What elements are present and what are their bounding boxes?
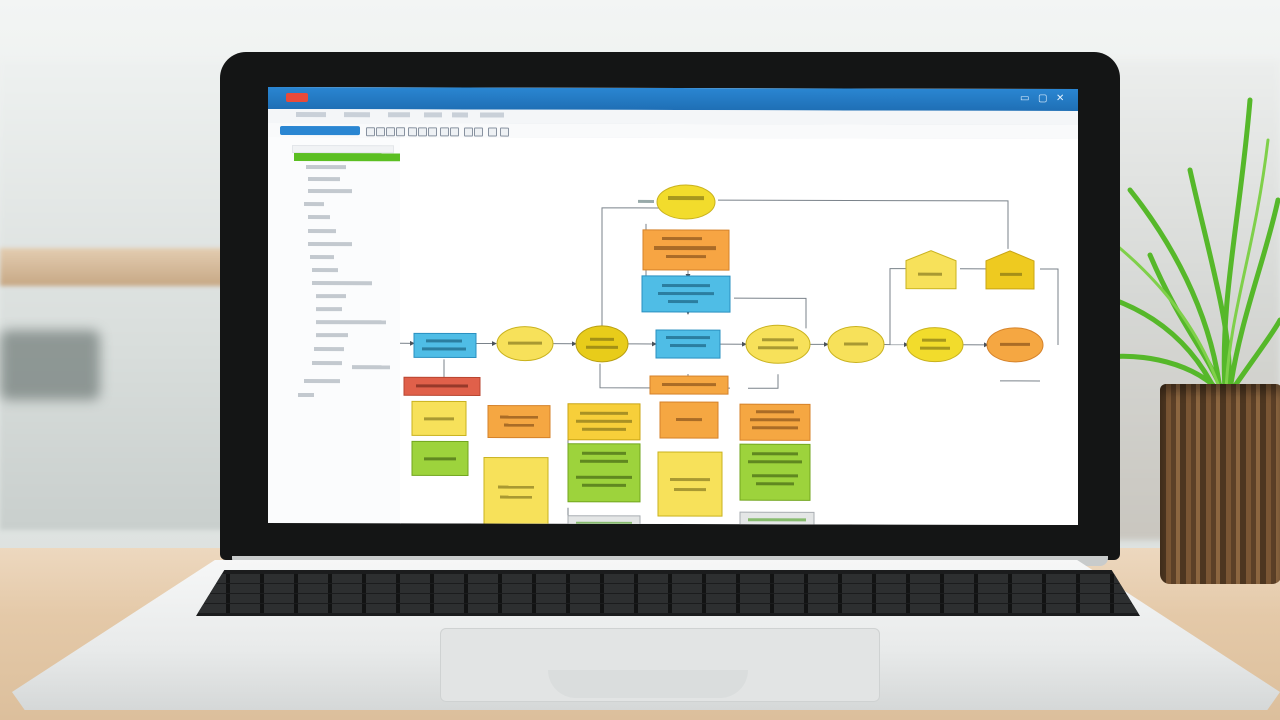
diagram-canvas[interactable] [400, 137, 1078, 526]
sidebar-tree [268, 136, 401, 524]
toolbar-primary-button[interactable] [280, 125, 360, 136]
toolbar-icon[interactable] [464, 127, 473, 137]
sidebar-item[interactable] [312, 361, 342, 366]
sidebar-item[interactable] [316, 294, 346, 299]
menu-item[interactable] [452, 112, 468, 118]
sidebar-item[interactable] [316, 307, 342, 312]
sidebar-item[interactable] [308, 215, 330, 220]
toolbar-icon[interactable] [396, 127, 405, 137]
app-logo-icon [286, 92, 308, 103]
menu-item[interactable] [480, 112, 504, 118]
sidebar-item[interactable] [308, 229, 336, 234]
sidebar-item[interactable] [352, 365, 390, 370]
event-ellipse[interactable] [575, 325, 629, 363]
toolbar-icon[interactable] [408, 127, 417, 137]
plant-pot [1160, 384, 1280, 584]
sidebar-item[interactable] [308, 189, 352, 194]
event-ellipse[interactable] [745, 324, 811, 364]
note-box-green[interactable] [567, 443, 641, 503]
menu-item[interactable] [344, 112, 370, 118]
sidebar-item[interactable] [308, 242, 352, 247]
note-box-yellow[interactable] [657, 451, 723, 517]
background-object [0, 330, 100, 400]
menu-item[interactable] [296, 112, 326, 118]
sidebar-item[interactable] [308, 177, 340, 182]
note-box-green[interactable] [739, 443, 811, 501]
event-ellipse[interactable] [906, 327, 964, 363]
sidebar-item[interactable] [314, 347, 344, 352]
note-box-orange[interactable] [487, 405, 551, 439]
flowchart-diagram [400, 184, 1059, 526]
laptop-keyboard [196, 570, 1140, 616]
close-icon[interactable]: ✕ [1056, 93, 1065, 105]
app-titlebar: ▭ ▢ ✕ [268, 86, 1078, 112]
menu-item[interactable] [388, 112, 410, 118]
note-box-orange[interactable] [739, 403, 811, 441]
laptop-front-notch [548, 670, 748, 698]
toolbar-icon[interactable] [488, 127, 497, 137]
sidebar-item[interactable] [304, 202, 324, 207]
sidebar-item[interactable] [306, 165, 346, 170]
note-box-yellow[interactable] [483, 457, 549, 526]
maximize-icon[interactable]: ▢ [1038, 92, 1048, 104]
sidebar-item[interactable] [304, 379, 340, 384]
sidebar-search-input[interactable] [292, 145, 394, 154]
toolbar-icon[interactable] [450, 127, 459, 137]
toolbar-icon[interactable] [500, 127, 509, 137]
background-shelf-left [0, 60, 240, 530]
toolbar-icon[interactable] [428, 127, 437, 137]
sidebar-selected-item[interactable] [294, 153, 400, 162]
background-shelf-board [0, 248, 240, 286]
start-node-ellipse[interactable] [656, 184, 716, 220]
toolbar-icon[interactable] [474, 127, 483, 137]
process-box-blue[interactable] [413, 332, 477, 358]
minimize-icon[interactable]: ▭ [1020, 92, 1030, 104]
toolbar-icon[interactable] [440, 127, 449, 137]
toolbar-icon[interactable] [366, 127, 375, 137]
toolbar-icon[interactable] [418, 127, 427, 137]
decision-pentagon[interactable] [985, 250, 1035, 290]
sidebar-item[interactable] [312, 281, 372, 286]
sidebar-item[interactable] [316, 333, 348, 338]
toolbar-icon[interactable] [376, 127, 385, 137]
toolbar-icon[interactable] [386, 127, 395, 137]
laptop-screen: ▭ ▢ ✕ [268, 86, 1078, 526]
decision-pentagon[interactable] [905, 250, 957, 290]
menu-item[interactable] [424, 112, 442, 118]
sidebar-item[interactable] [316, 320, 386, 325]
sidebar-item[interactable] [312, 268, 338, 273]
sidebar-item[interactable] [310, 255, 334, 260]
sidebar-item[interactable] [298, 393, 314, 398]
